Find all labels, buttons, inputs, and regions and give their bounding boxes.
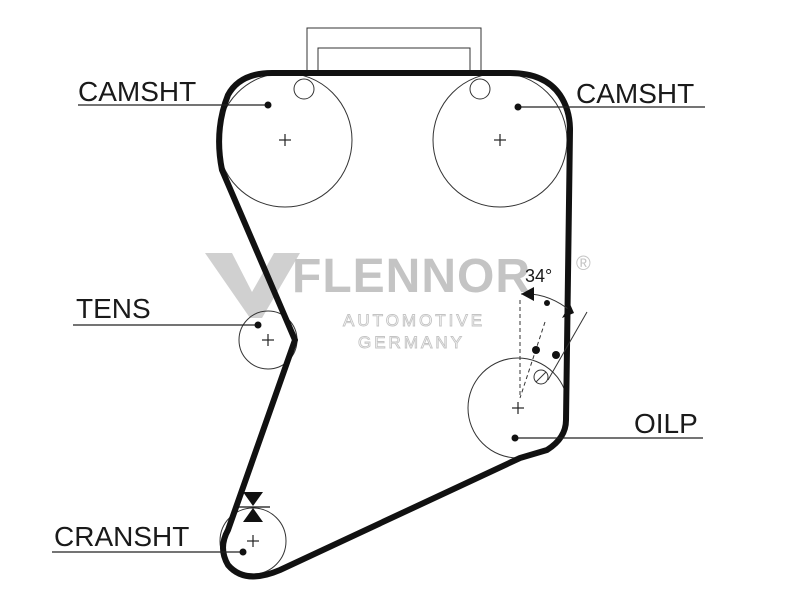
watermark-logo-mark bbox=[205, 253, 300, 318]
timing-dot-c bbox=[544, 300, 550, 306]
timing-mark-right bbox=[469, 78, 491, 100]
watermark: FLENNOR ® AUTOMOTIVE GERMANY bbox=[205, 250, 591, 352]
watermark-line2: GERMANY bbox=[358, 333, 465, 352]
watermark-registered: ® bbox=[576, 253, 591, 275]
center-crosses bbox=[247, 134, 524, 547]
oil-pump-timing-circle bbox=[533, 369, 549, 385]
timing-bracket-inner bbox=[317, 47, 471, 75]
timing-belt bbox=[216, 70, 573, 580]
label-camshaft-right: CAMSHT bbox=[576, 78, 694, 109]
timing-mark-left bbox=[293, 78, 315, 100]
angle-label: 34° bbox=[525, 266, 552, 286]
label-tensioner: TENS bbox=[76, 293, 151, 324]
angle-arrow-left bbox=[521, 287, 534, 301]
timing-bracket-outer bbox=[306, 27, 482, 75]
angle-indicator: 34° bbox=[519, 266, 588, 399]
watermark-line1: AUTOMOTIVE bbox=[343, 311, 485, 330]
label-oil-pump: OILP bbox=[634, 408, 698, 439]
timing-dot-a bbox=[532, 346, 540, 354]
label-crankshaft: CRANSHT bbox=[54, 521, 189, 552]
oil-pump-timing-slash bbox=[535, 371, 547, 383]
timing-dot-b bbox=[552, 351, 560, 359]
leader-lines bbox=[52, 101, 705, 556]
label-camshaft-left: CAMSHT bbox=[78, 76, 196, 107]
crankshaft-timing-marker bbox=[236, 492, 270, 522]
angle-arrow-right bbox=[562, 304, 574, 318]
watermark-brand: FLENNOR bbox=[292, 250, 531, 303]
